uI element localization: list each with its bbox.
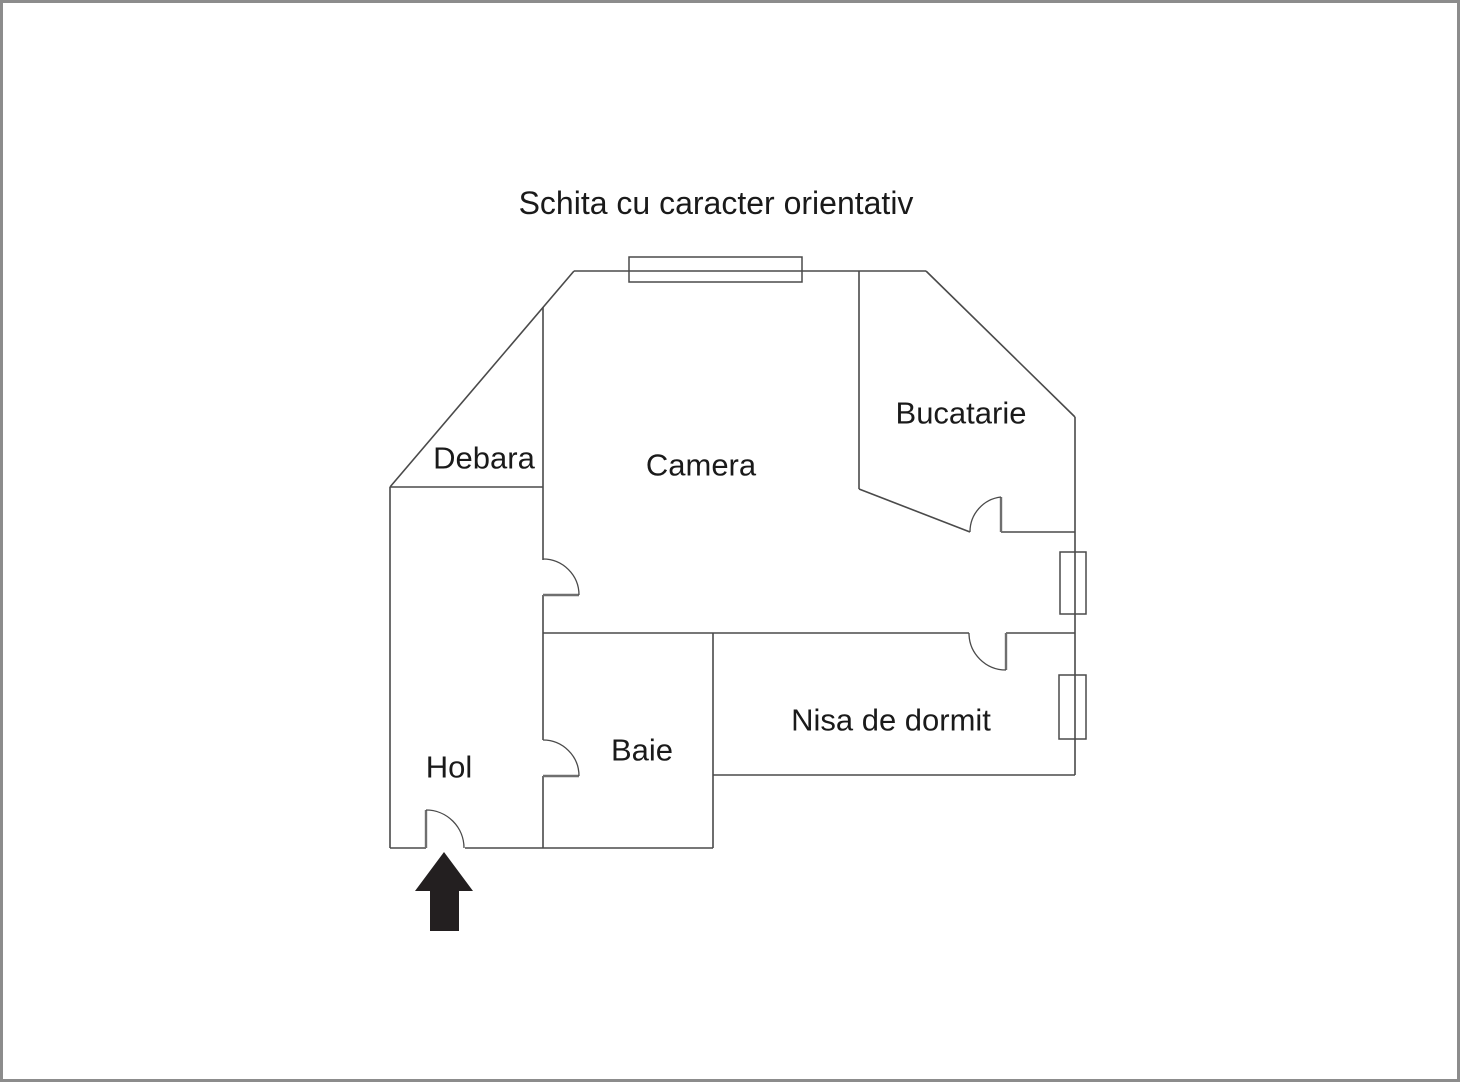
baie-door-arc bbox=[542, 739, 580, 777]
bucatarie-door-arc bbox=[969, 496, 1002, 533]
window-top bbox=[628, 256, 803, 283]
floor-plan-drawing bbox=[389, 256, 1087, 931]
camera-door-arc bbox=[542, 558, 580, 596]
nisa-door-arc bbox=[968, 632, 1007, 671]
room-label-camera: Camera bbox=[645, 447, 757, 483]
room-label-nisa-de-dormit: Nisa de dormit bbox=[791, 702, 991, 738]
top-right-diagonal-wall bbox=[925, 270, 1076, 418]
room-label-bucatarie: Bucatarie bbox=[895, 395, 1027, 431]
bucatarie-diagonal-wall bbox=[858, 488, 971, 533]
window-right-upper bbox=[1059, 551, 1087, 615]
entrance-door-arc bbox=[425, 809, 465, 849]
room-label-baie: Baie bbox=[610, 732, 674, 768]
page-title: Schita cu caracter orientativ bbox=[518, 185, 914, 221]
room-label-hol: Hol bbox=[425, 749, 473, 785]
room-label-debara: Debara bbox=[433, 440, 535, 476]
window-right-lower bbox=[1058, 674, 1087, 740]
entrance-arrow-icon bbox=[415, 852, 473, 931]
